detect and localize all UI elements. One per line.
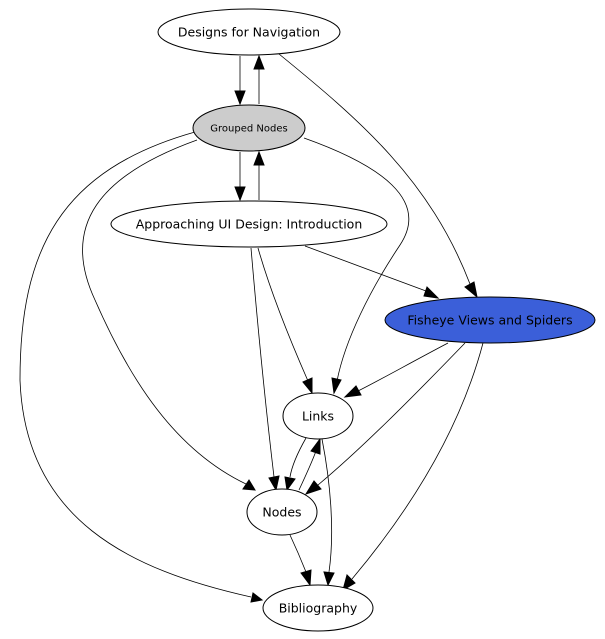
arrowhead-icon bbox=[464, 281, 478, 299]
edge-fisheye-to-bibliography bbox=[342, 342, 484, 592]
arrowhead-icon bbox=[423, 286, 440, 299]
arrowhead-icon bbox=[343, 385, 362, 398]
edge-line bbox=[317, 342, 466, 486]
arrowhead-icon bbox=[253, 54, 265, 70]
edge-line bbox=[304, 245, 427, 292]
edge-grouped-to-approaching bbox=[234, 152, 246, 202]
edge-grouped-to-bibliography bbox=[19, 131, 264, 603]
node-bibliography[interactable]: Bibliography bbox=[262, 584, 374, 632]
edge-nodes-to-links bbox=[298, 437, 321, 491]
arrowhead-icon bbox=[268, 475, 280, 492]
edge-line bbox=[303, 137, 410, 382]
arrowhead-icon bbox=[250, 592, 264, 603]
edge-line bbox=[357, 342, 449, 392]
arrowhead-icon bbox=[302, 377, 313, 395]
arrowhead-icon bbox=[242, 479, 256, 491]
node-fisheye[interactable]: Fisheye Views and Spiders bbox=[384, 296, 596, 344]
arrowhead-icon bbox=[284, 476, 296, 492]
node-label: Designs for Navigation bbox=[178, 25, 320, 40]
edges-layer bbox=[19, 53, 484, 603]
edge-fisheye-to-nodes bbox=[304, 342, 466, 495]
arrowhead-icon bbox=[310, 437, 321, 455]
node-ellipse bbox=[157, 8, 341, 56]
edge-line bbox=[82, 139, 247, 485]
edge-approaching-to-fisheye bbox=[304, 245, 440, 299]
edge-nodes-to-bibliography bbox=[289, 534, 312, 587]
node-links[interactable]: Links bbox=[282, 392, 354, 440]
node-ellipse bbox=[246, 488, 318, 536]
edge-line bbox=[250, 247, 275, 478]
edge-grouped-to-nodes bbox=[82, 139, 256, 491]
arrowhead-icon bbox=[331, 377, 342, 395]
edge-designs-to-grouped bbox=[234, 56, 246, 106]
arrowhead-icon bbox=[234, 186, 246, 202]
edge-line bbox=[257, 247, 309, 382]
edge-line bbox=[289, 534, 307, 573]
node-label: Bibliography bbox=[279, 601, 358, 616]
arrowhead-icon bbox=[253, 150, 265, 166]
node-label: Links bbox=[302, 409, 334, 424]
edge-line bbox=[298, 450, 317, 491]
node-ellipse bbox=[192, 104, 306, 152]
arrowhead-icon bbox=[342, 574, 356, 592]
edge-line bbox=[19, 131, 252, 598]
node-ellipse bbox=[262, 584, 374, 632]
edge-approaching-to-nodes bbox=[250, 247, 280, 492]
edge-line bbox=[278, 53, 471, 285]
node-label: Nodes bbox=[262, 505, 301, 520]
edge-links-to-bibliography bbox=[321, 438, 335, 587]
node-label: Approaching UI Design: Introduction bbox=[136, 217, 363, 232]
node-ellipse bbox=[282, 392, 354, 440]
arrowhead-icon bbox=[323, 571, 335, 587]
edge-designs-to-fisheye bbox=[278, 53, 478, 299]
node-label: Fisheye Views and Spiders bbox=[407, 313, 572, 328]
node-designs[interactable]: Designs for Navigation bbox=[157, 8, 341, 56]
edge-grouped-to-links bbox=[303, 137, 410, 395]
node-approaching[interactable]: Approaching UI Design: Introduction bbox=[110, 200, 388, 248]
edge-links-to-nodes bbox=[284, 437, 307, 492]
node-ellipse bbox=[384, 296, 596, 344]
node-ellipse bbox=[110, 200, 388, 248]
arrowhead-icon bbox=[234, 90, 246, 106]
node-nodes[interactable]: Nodes bbox=[246, 488, 318, 536]
edge-fisheye-to-links bbox=[343, 342, 449, 398]
arrowhead-icon bbox=[304, 480, 322, 495]
edge-line bbox=[321, 438, 333, 573]
edge-approaching-to-links bbox=[257, 247, 313, 395]
edge-line bbox=[289, 437, 307, 478]
edge-line bbox=[351, 342, 484, 580]
edge-grouped-to-designs bbox=[253, 54, 265, 104]
arrowhead-icon bbox=[300, 569, 312, 587]
edge-approaching-to-grouped bbox=[253, 150, 265, 200]
node-label: Grouped Nodes bbox=[210, 124, 287, 135]
node-grouped[interactable]: Grouped Nodes bbox=[192, 104, 306, 152]
